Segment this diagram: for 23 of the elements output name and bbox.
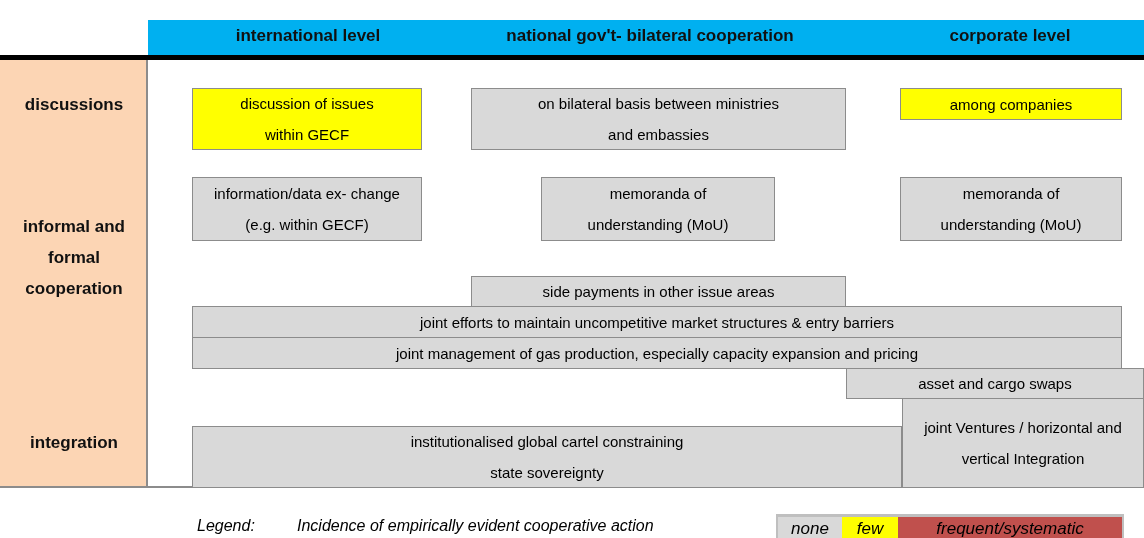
legend-swatch: none [778,517,842,538]
row-label: integration [29,432,119,454]
cell-text: among companies [949,94,1073,115]
column-header: corporate level [948,26,1072,46]
cell-text: memoranda of understanding (MoU) [586,184,730,235]
cell-text: information/data ex- change (e.g. within GECF) [213,184,401,235]
cell-text: joint management of gas production, especially capacity expansion and pricing [396,343,918,364]
column-header: international level [234,26,382,46]
legend-description: Incidence of empirically evident cooperative action [297,517,654,535]
cell-text: joint Ventures / horizontal and vertical Integration [923,418,1123,469]
cell-text: side payments in other issue areas [542,282,775,302]
cell-text: memoranda of understanding (MoU) [939,184,1083,235]
row-label: discussions [23,94,125,116]
legend-heading: Legend: [197,517,255,535]
row-label: informal and formal cooperation [22,216,126,300]
cell-text: asset and cargo swaps [918,374,1072,394]
cell-text: discussion of issues within GECF [239,94,375,145]
column-header: national gov't- bilateral cooperation [505,26,795,46]
legend-swatch: frequent/systematic [898,517,1122,538]
cell-text: joint efforts to maintain uncompetitive market structures & entry barriers [419,312,895,333]
cell-text: institutionalised global cartel constraining state sovereignty [409,432,685,483]
legend-swatch: few [842,517,898,538]
cell-text: on bilateral basis between ministries and embassies [537,94,780,145]
